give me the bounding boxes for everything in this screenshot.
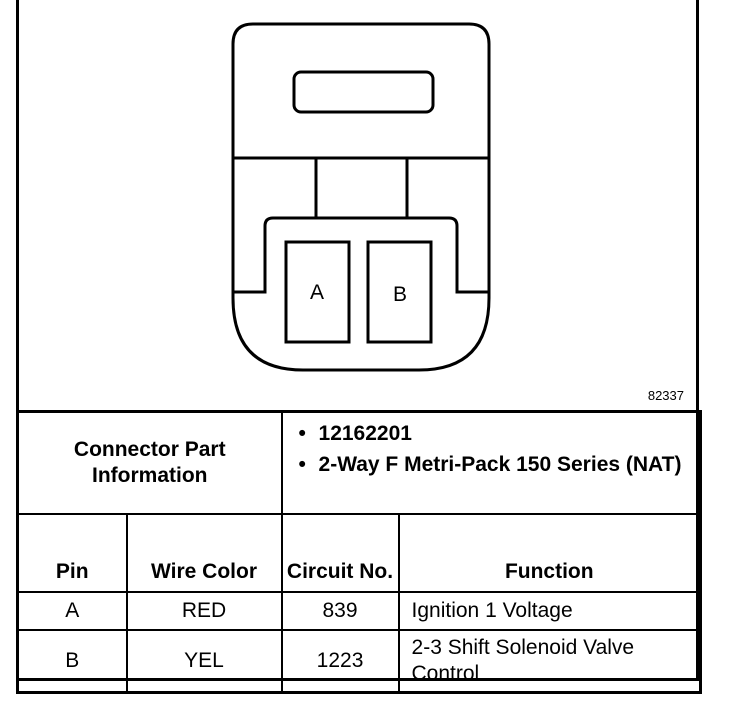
part-info-label: Connector Part Information — [15, 410, 283, 515]
pin-label-a: A — [310, 281, 324, 304]
pin-cell: B — [16, 629, 128, 694]
latch-window — [292, 70, 435, 114]
figure-id: 82337 — [647, 388, 684, 403]
table-row: B YEL 1223 2-3 Shift Solenoid Valve Cont… — [16, 629, 703, 694]
part-info-list: 12162201 2-Way F Metri-Pack 150 Series (… — [280, 410, 703, 515]
function-cell: Ignition 1 Voltage — [397, 591, 703, 631]
header-row: Pin Wire Color Circuit No. Function — [16, 513, 703, 593]
wire-color-cell: RED — [125, 591, 283, 631]
pin-label-b: B — [393, 283, 407, 306]
part-description: 2-Way F Metri-Pack 150 Series (NAT) — [295, 452, 700, 478]
pin-cell: A — [16, 591, 128, 631]
header-function: Function — [397, 513, 703, 593]
table-row: A RED 839 Ignition 1 Voltage — [16, 591, 703, 631]
header-circuit-no: Circuit No. — [280, 513, 400, 593]
function-cell: 2-3 Shift Solenoid Valve Control — [397, 629, 703, 694]
header-wire-color: Wire Color — [125, 513, 283, 593]
part-number: 12162201 — [295, 421, 700, 447]
pin-cavity-a — [284, 240, 351, 344]
wire-color-cell: YEL — [125, 629, 283, 694]
part-info-row: Connector Part Information 12162201 2-Wa… — [15, 410, 703, 515]
header-pin: Pin — [16, 513, 128, 593]
cavity-outline — [233, 216, 489, 294]
circuit-cell: 839 — [280, 591, 400, 631]
connector-drawing: A B — [231, 22, 491, 372]
connector-info-table: Connector Part Information 12162201 2-Wa… — [15, 410, 703, 694]
pin-cavity-b — [366, 240, 433, 344]
connector-body — [231, 22, 491, 372]
circuit-cell: 1223 — [280, 629, 400, 694]
connector-figure: A B 82337 — [19, 0, 696, 410]
